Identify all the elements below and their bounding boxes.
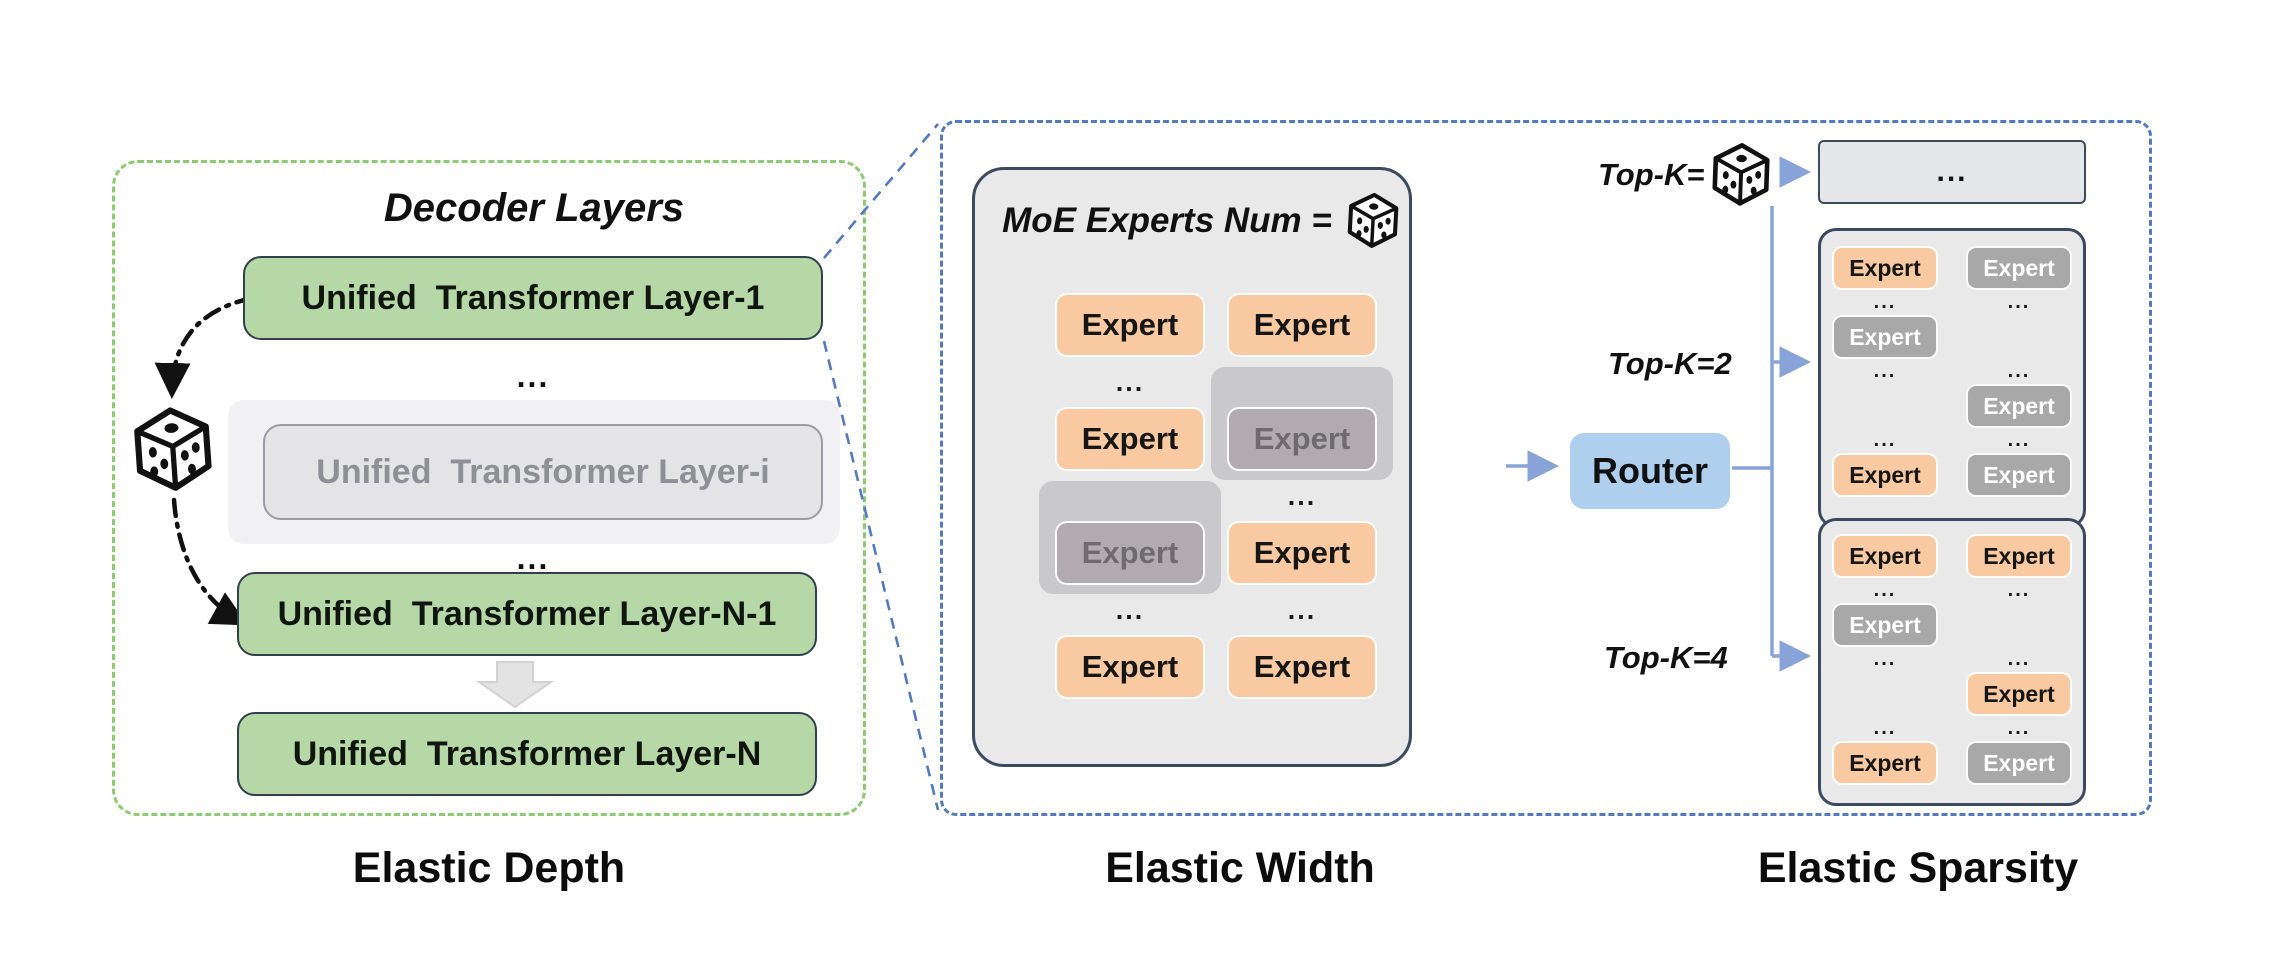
expert-box-inactive: Expert bbox=[1966, 741, 2072, 785]
expert-box-active: Expert bbox=[1832, 741, 1938, 785]
expert-slot-empty bbox=[1832, 384, 1938, 428]
expert-box-active: Expert bbox=[1055, 293, 1205, 357]
expert-box-inactive: Expert bbox=[1832, 603, 1938, 647]
expert-box-inactive: Expert bbox=[1966, 246, 2072, 290]
expert-label: Expert bbox=[1966, 246, 2072, 290]
ellipsis: ... bbox=[2007, 291, 2031, 313]
expert-slot-empty bbox=[1966, 315, 2072, 359]
expert-label: Expert bbox=[1832, 453, 1938, 497]
expert-label: Expert bbox=[1832, 741, 1938, 785]
ellipsis: ... bbox=[1115, 366, 1145, 397]
expert-slot-empty bbox=[1832, 672, 1938, 716]
expert-box-inactive: Expert bbox=[1211, 367, 1393, 480]
transformer-layer-1: Unified Transformer Layer-1 bbox=[243, 256, 823, 340]
expert-label: Expert bbox=[1055, 521, 1205, 585]
expert-label: Expert bbox=[1227, 635, 1377, 699]
ellipsis: ... bbox=[1873, 579, 1897, 601]
ellipsis: ... bbox=[2007, 360, 2031, 382]
ellipsis: ... bbox=[2007, 648, 2031, 670]
ellipsis: ... bbox=[1115, 594, 1145, 625]
topk4-label: Top-K=4 bbox=[1604, 640, 1728, 675]
expert-box-active: Expert bbox=[1966, 534, 2072, 578]
expert-box-active: Expert bbox=[1966, 672, 2072, 716]
expert-box-active: Expert bbox=[1832, 534, 1938, 578]
collapsed-expert-group: ... bbox=[1818, 140, 2086, 204]
elastic-width-sparsity-panel bbox=[940, 120, 2152, 816]
ellipsis: ... bbox=[1287, 594, 1317, 625]
expert-box-active: Expert bbox=[1227, 521, 1377, 585]
expert-label: Expert bbox=[1966, 672, 2072, 716]
ellipsis: ... bbox=[1873, 291, 1897, 313]
dice-icon bbox=[126, 403, 220, 497]
expert-label: Expert bbox=[1832, 246, 1938, 290]
ellipsis: ... bbox=[1873, 717, 1897, 739]
ellipsis: ... bbox=[2007, 717, 2031, 739]
moe-expert-grid: ExpertExpert......ExpertExpert......Expe… bbox=[1039, 293, 1393, 699]
router-box: Router bbox=[1570, 433, 1730, 509]
expert-label: Expert bbox=[1055, 635, 1205, 699]
layers-ellipsis-bottom: ... bbox=[516, 540, 550, 576]
moe-experts-num-label: MoE Experts Num = bbox=[1002, 201, 1332, 240]
ellipsis: ... bbox=[1873, 360, 1897, 382]
expert-label: Expert bbox=[1055, 293, 1205, 357]
expert-slot-empty bbox=[1966, 603, 2072, 647]
expert-label: Expert bbox=[1966, 534, 2072, 578]
expert-label: Expert bbox=[1966, 453, 2072, 497]
caption-elastic-depth: Elastic Depth bbox=[352, 844, 626, 892]
transformer-layer-n: Unified Transformer Layer-N bbox=[237, 712, 817, 796]
ellipsis: ... bbox=[1873, 648, 1897, 670]
topk2-label: Top-K=2 bbox=[1608, 346, 1732, 381]
expert-box-inactive: Expert bbox=[1832, 315, 1938, 359]
expert-label: Expert bbox=[1832, 315, 1938, 359]
expert-box-inactive: Expert bbox=[1039, 481, 1221, 594]
ellipsis: ... bbox=[2007, 429, 2031, 451]
transformer-layer-n1: Unified Transformer Layer-N-1 bbox=[237, 572, 817, 656]
expert-label: Expert bbox=[1227, 521, 1377, 585]
caption-elastic-width: Elastic Width bbox=[1105, 844, 1375, 892]
expert-box-active: Expert bbox=[1832, 453, 1938, 497]
expert-label: Expert bbox=[1966, 741, 2072, 785]
expert-box-inactive: Expert bbox=[1966, 453, 2072, 497]
transformer-layer-i: Unified Transformer Layer-i bbox=[263, 424, 823, 520]
moe-experts-header: MoE Experts Num = bbox=[992, 192, 1412, 250]
caption-elastic-sparsity: Elastic Sparsity bbox=[1757, 844, 2079, 892]
ellipsis: ... bbox=[1287, 480, 1317, 511]
topk-random-row: Top-K= bbox=[1598, 142, 1774, 208]
ellipsis: ... bbox=[1873, 429, 1897, 451]
expert-box-active: Expert bbox=[1227, 293, 1377, 357]
decoder-layers-title: Decoder Layers bbox=[383, 186, 685, 230]
expert-box-active: Expert bbox=[1832, 246, 1938, 290]
expert-label: Expert bbox=[1832, 534, 1938, 578]
expert-label: Expert bbox=[1227, 293, 1377, 357]
topk-random-label: Top-K= bbox=[1598, 157, 1705, 192]
dice-icon bbox=[1707, 141, 1775, 209]
expert-label: Expert bbox=[1966, 384, 2072, 428]
expert-box-inactive: Expert bbox=[1966, 384, 2072, 428]
ellipsis: ... bbox=[2007, 579, 2031, 601]
expert-box-active: Expert bbox=[1055, 635, 1205, 699]
dice-icon bbox=[1342, 191, 1403, 252]
expert-box-active: Expert bbox=[1055, 407, 1205, 471]
expert-label: Expert bbox=[1055, 407, 1205, 471]
expert-label: Expert bbox=[1227, 407, 1377, 471]
expert-label: Expert bbox=[1832, 603, 1938, 647]
layers-ellipsis-top: ... bbox=[516, 358, 550, 394]
expert-box-active: Expert bbox=[1227, 635, 1377, 699]
